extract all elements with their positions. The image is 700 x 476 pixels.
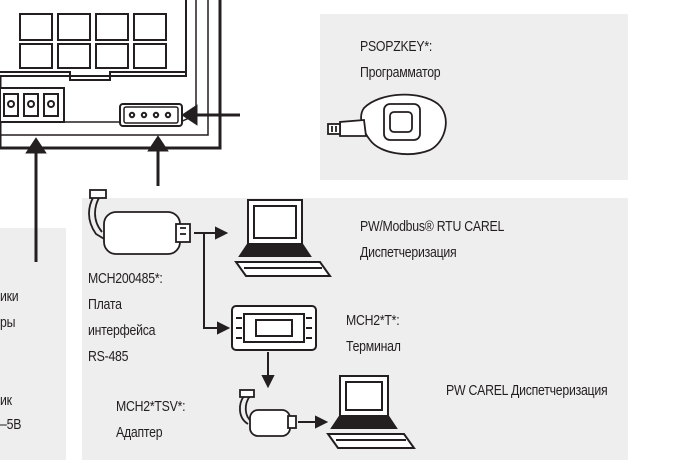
adapter-pc-arrow [298,415,329,429]
board-links [194,226,231,335]
pc-bottom-label: PW CAREL Диспетчеризация [446,382,608,399]
pc-icon-bottom [326,375,416,449]
rs485-board-icon [88,189,191,255]
programmer-name: Программатор [360,64,441,81]
board-line-3: RS-485 [88,348,129,365]
left-text-line-4: –5В [0,416,22,433]
left-text-line-3: ик [0,392,12,409]
left-text-line-2: ры [0,314,16,331]
terminal-block [0,87,65,123]
serial-connector [119,103,183,127]
programmer-key-icon [327,93,447,155]
board-code: MCH200485*: [88,270,163,287]
connection-arrows [25,104,240,262]
left-info-panel [0,228,66,460]
display-segments [0,0,187,81]
adapter-icon [239,389,297,437]
programmer-panel [320,14,628,180]
board-line-1: Плата [88,296,122,313]
board-line-2: интерфейса [88,322,156,339]
adapter-name: Адаптер [116,424,163,441]
adapter-code: MCH2*TSV*: [116,398,186,415]
terminal-code: MCH2*T*: [346,312,400,329]
pc-top-line-1: PW/Modbus® RTU CAREL [360,218,505,235]
pc-icon-top [234,199,332,277]
terminal-name: Терминал [346,338,401,355]
terminal-device-icon [231,305,317,351]
left-text-line-1: ики [0,288,19,305]
terminal-adapter-arrow [261,352,275,389]
programmer-code: PSOPZKEY*: [360,38,433,55]
pc-top-line-2: Диспетчеризация [360,244,457,261]
